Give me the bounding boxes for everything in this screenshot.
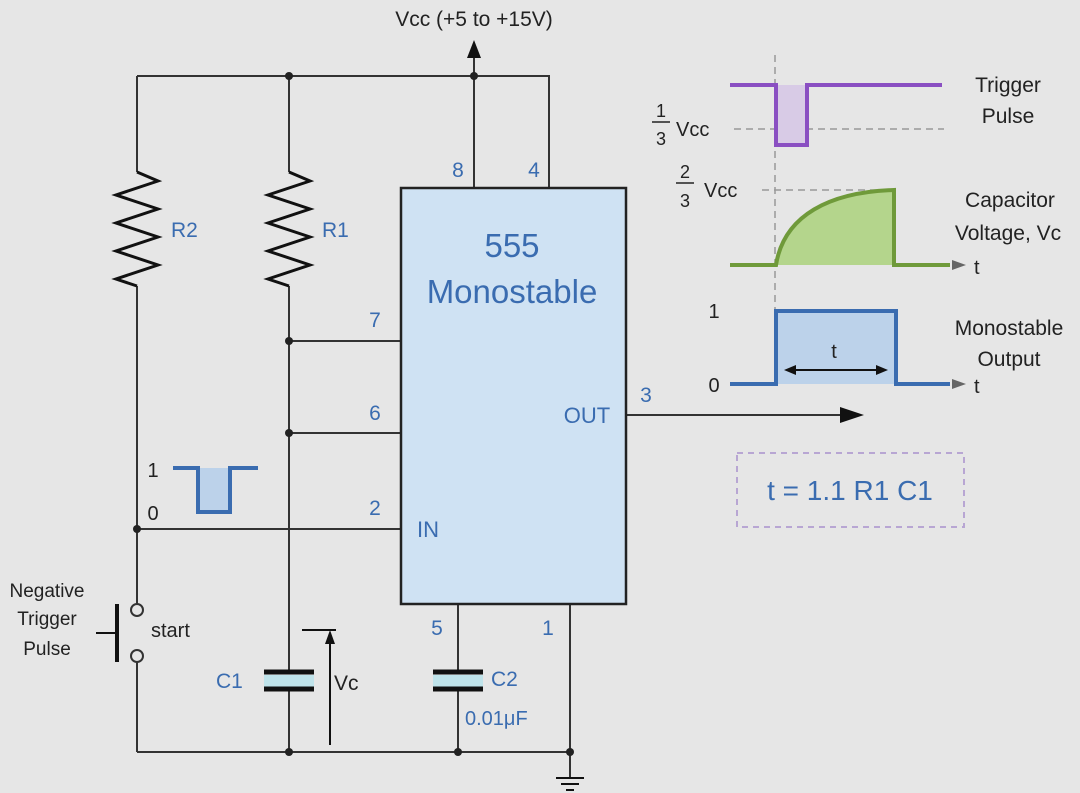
r2-label: R2 xyxy=(171,219,198,242)
ic-in-label: IN xyxy=(417,517,439,542)
trigger-input-pulse xyxy=(173,466,258,514)
ic-title-number: 555 xyxy=(484,227,539,264)
ground-icon xyxy=(556,777,584,791)
output-level-low: 0 xyxy=(708,375,719,397)
formula-box xyxy=(736,452,965,528)
supply-arrow xyxy=(467,40,481,58)
two-thirds-denominator: 3 xyxy=(680,191,690,211)
formula-text: t = 1.1 R1 C1 xyxy=(767,475,933,506)
trigger-input-level-high: 1 xyxy=(147,460,158,482)
capacitor-c1 xyxy=(264,669,314,692)
pin-1-label: 1 xyxy=(542,617,554,640)
capacitor-waveform-label-line1: Capacitor xyxy=(965,189,1055,212)
trigger-waveform-label-line1: Trigger xyxy=(975,74,1041,97)
trigger-input-level-low: 0 xyxy=(147,503,158,525)
pin-6-label: 6 xyxy=(369,402,381,425)
resistor-r2 xyxy=(111,170,163,288)
resistor-r1 xyxy=(263,170,315,288)
one-third-numerator: 1 xyxy=(656,101,666,121)
output-arrow xyxy=(840,407,864,423)
pin-3-label: 3 xyxy=(640,384,652,407)
trigger-input-label-line3: Pulse xyxy=(23,639,71,660)
start-switch-button[interactable] xyxy=(96,603,144,663)
wires xyxy=(136,52,845,778)
two-thirds-unit: Vcc xyxy=(704,180,737,202)
output-waveform-label-line2: Output xyxy=(977,348,1040,371)
one-third-unit: Vcc xyxy=(676,119,709,141)
trigger-waveform-label-line2: Pulse xyxy=(982,105,1035,128)
vc-arrow xyxy=(302,629,336,745)
pin-2-label: 2 xyxy=(369,497,381,520)
output-level-high: 1 xyxy=(708,301,719,323)
ic-555-body xyxy=(399,186,628,606)
c2-label: C2 xyxy=(491,668,518,691)
output-waveform-label-line1: Monostable xyxy=(955,317,1064,340)
c1-label: C1 xyxy=(216,670,243,693)
capacitor-time-axis-label: t xyxy=(974,257,980,279)
pulse-width-label: t xyxy=(831,341,837,363)
capacitor-voltage-waveform xyxy=(730,187,966,270)
trigger-input-label-line2: Trigger xyxy=(17,609,77,630)
pin-8-label: 8 xyxy=(452,159,464,182)
trigger-input-label-line1: Negative xyxy=(10,581,85,602)
output-time-axis-label: t xyxy=(974,376,980,398)
vc-label: Vc xyxy=(334,672,359,695)
capacitor-waveform-label-line2: Voltage, Vc xyxy=(955,222,1061,245)
pin-5-label: 5 xyxy=(431,617,443,640)
start-label: start xyxy=(151,620,190,642)
supply-label: Vcc (+5 to +15V) xyxy=(395,8,553,31)
one-third-denominator: 3 xyxy=(656,129,666,149)
capacitor-c2 xyxy=(433,669,483,692)
junction-dots xyxy=(133,72,574,756)
ic-title-name: Monostable xyxy=(427,273,598,310)
ic-out-label: OUT xyxy=(564,403,610,428)
two-thirds-numerator: 2 xyxy=(680,162,690,182)
pin-7-label: 7 xyxy=(369,309,381,332)
pin-4-label: 4 xyxy=(528,159,540,182)
r1-label: R1 xyxy=(322,219,349,242)
c2-value-label: 0.01μF xyxy=(465,708,528,730)
monostable-output-waveform xyxy=(730,309,966,389)
trigger-pulse-waveform xyxy=(730,83,942,147)
